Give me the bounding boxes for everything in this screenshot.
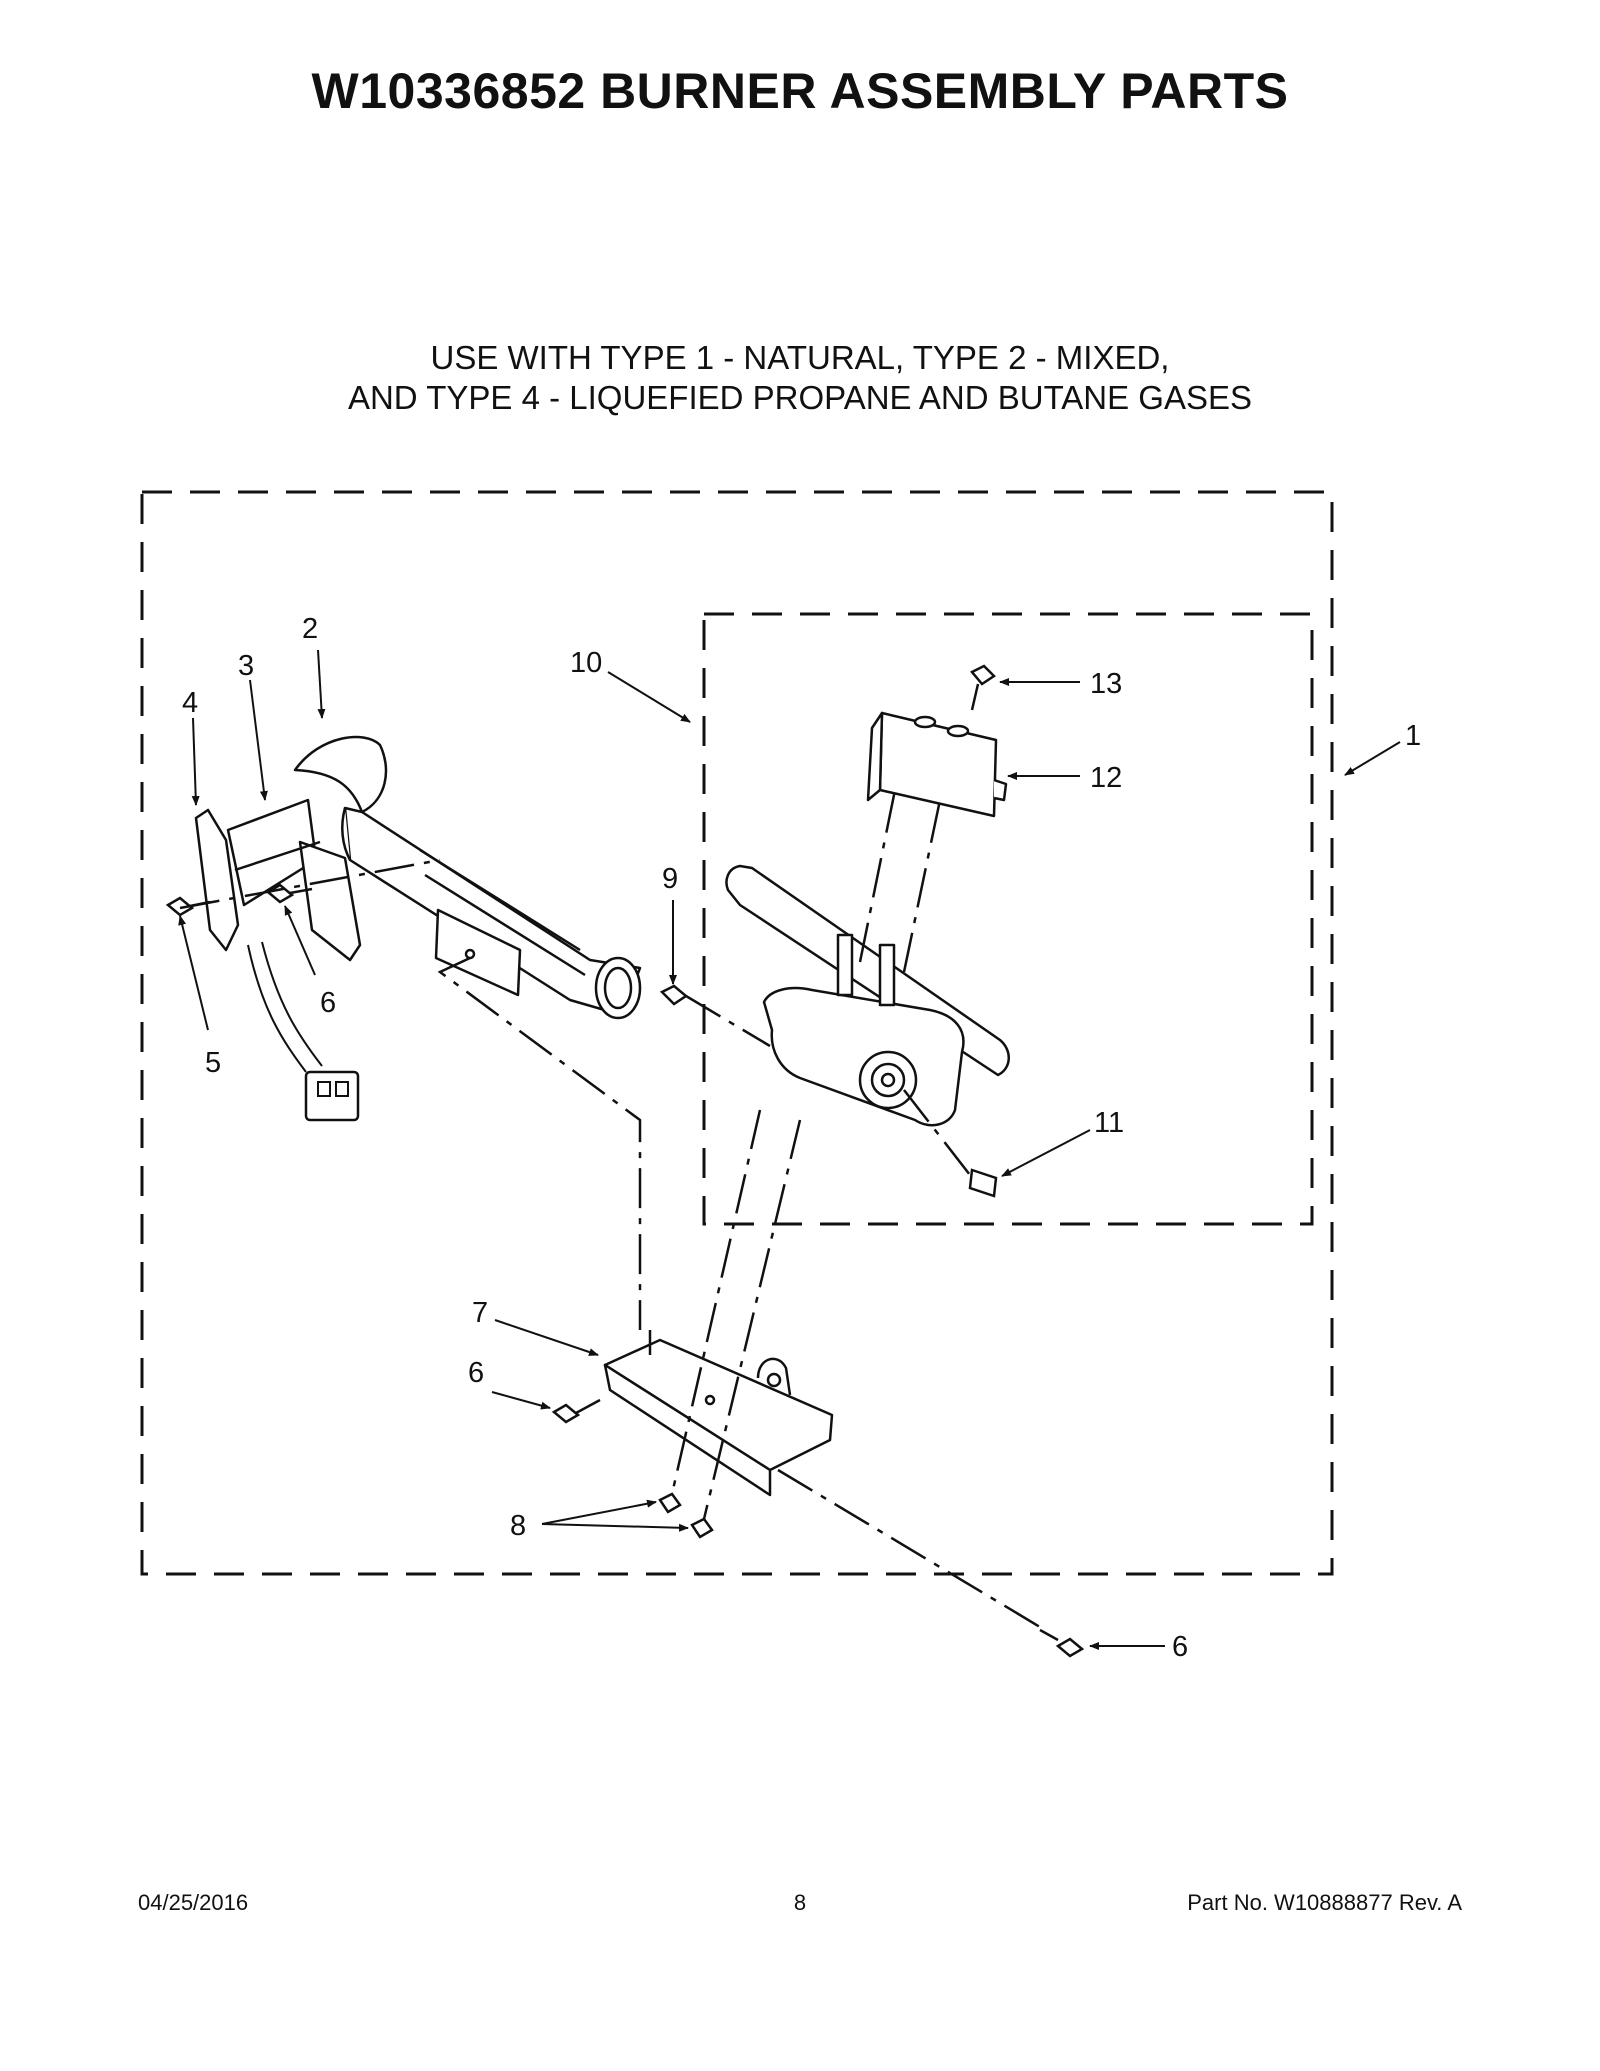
leader-lines xyxy=(178,649,1401,1650)
footer-date: 04/25/2016 xyxy=(138,1890,249,1915)
callout-6-lower: 6 xyxy=(1172,1631,1188,1663)
gas-type-note: USE WITH TYPE 1 - NATURAL, TYPE 2 - MIXE… xyxy=(0,338,1600,418)
screw-6-bracket xyxy=(551,1398,601,1424)
footer-part-number: Part No. W10888877 Rev. A xyxy=(1187,1890,1462,1915)
callout-7: 7 xyxy=(472,1297,488,1329)
callout-9: 9 xyxy=(662,863,678,895)
fitting-11 xyxy=(968,1168,998,1198)
callout-10: 10 xyxy=(570,647,602,679)
screw-8 xyxy=(658,1492,714,1539)
assembly-lines xyxy=(179,789,1046,1632)
gas-type-note-line-1: USE WITH TYPE 1 - NATURAL, TYPE 2 - MIXE… xyxy=(430,339,1170,376)
callout-13: 13 xyxy=(1090,668,1122,700)
callout-8: 8 xyxy=(510,1510,526,1542)
callout-1: 1 xyxy=(1405,720,1421,752)
callout-4: 4 xyxy=(182,687,198,719)
callout-11: 11 xyxy=(1094,1107,1124,1139)
burner-tube xyxy=(293,735,642,1020)
callout-12: 12 xyxy=(1090,762,1122,794)
callout-6-bracket: 6 xyxy=(468,1357,484,1389)
valve-assembly-boundary xyxy=(702,612,1314,1226)
wire-harness xyxy=(247,941,360,1122)
screw-6-lower xyxy=(1039,1628,1085,1658)
gas-valve xyxy=(725,864,1010,1127)
callout-6-left: 6 xyxy=(320,987,336,1019)
callout-2: 2 xyxy=(302,613,318,645)
igniter-bracket xyxy=(194,798,362,962)
screw-13 xyxy=(970,664,996,711)
screw-6-left xyxy=(265,883,313,904)
footer-page-number: 8 xyxy=(793,1890,807,1915)
page-title: W10336852 BURNER ASSEMBLY PARTS xyxy=(311,63,1289,119)
tube-bracket-plate xyxy=(434,908,522,997)
callout-5: 5 xyxy=(205,1047,221,1079)
orifice-9 xyxy=(659,984,689,1006)
callout-3: 3 xyxy=(238,650,254,682)
burner-assembly-boundary xyxy=(140,490,1334,1576)
valve-coil xyxy=(866,711,1008,818)
gas-type-note-line-2: AND TYPE 4 - LIQUEFIED PROPANE AND BUTAN… xyxy=(347,379,1253,416)
burner-mounting-bracket xyxy=(603,1330,834,1497)
